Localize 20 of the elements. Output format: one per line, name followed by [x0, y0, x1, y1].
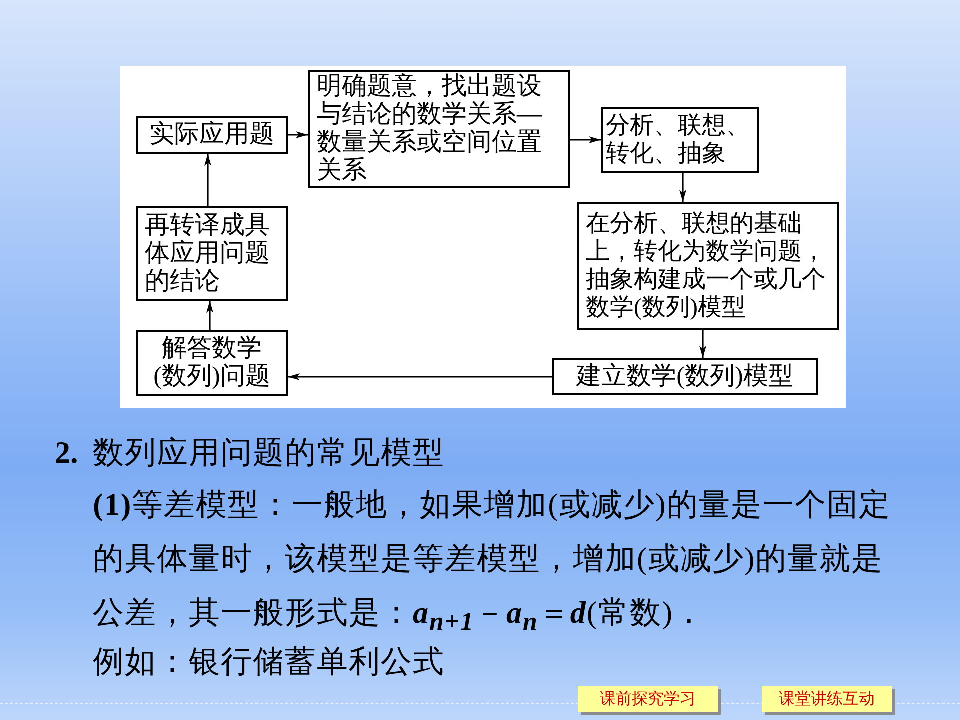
- arrow: [204, 154, 212, 206]
- nav-button: 课堂讲练互动: [762, 686, 892, 712]
- nav-button: 课前探究学习: [578, 686, 718, 712]
- process-box: 明确题意，找出题设与结论的数学关系—数量关系或空间位置关系: [308, 70, 570, 188]
- arrow: [288, 132, 308, 138]
- text-line: 例如：银行储蓄单利公式: [93, 643, 445, 681]
- paragraph: (1)等差模型：一般地，如果增加(或减少)的量是一个固定的具体量时，该模型是等差模型，增加(或减少)的量就是公差，其一般形式是：a$_{n+1}$－a$_{n}$＝d(常数)．: [93, 486, 892, 638]
- section-heading: 数列应用问题的常见模型: [93, 434, 445, 472]
- process-box: 解答数学(数列)问题: [136, 330, 288, 396]
- process-box: 在分析、联想的基础上，转化为数学问题，抽象构建成一个或几个数学(数列)模型: [577, 202, 839, 330]
- arrow: [288, 374, 552, 380]
- process-box: 建立数学(数列)模型: [552, 358, 818, 395]
- arrow: [680, 173, 686, 202]
- arrow: [700, 330, 706, 358]
- arrow: [206, 301, 214, 330]
- arrow: [570, 136, 601, 144]
- process-box: 再转译成具体应用问题的结论: [136, 206, 288, 301]
- process-box: 分析、联想、转化、抽象: [601, 107, 759, 173]
- list-number: 2.: [55, 434, 78, 472]
- process-box: 实际应用题: [136, 116, 288, 154]
